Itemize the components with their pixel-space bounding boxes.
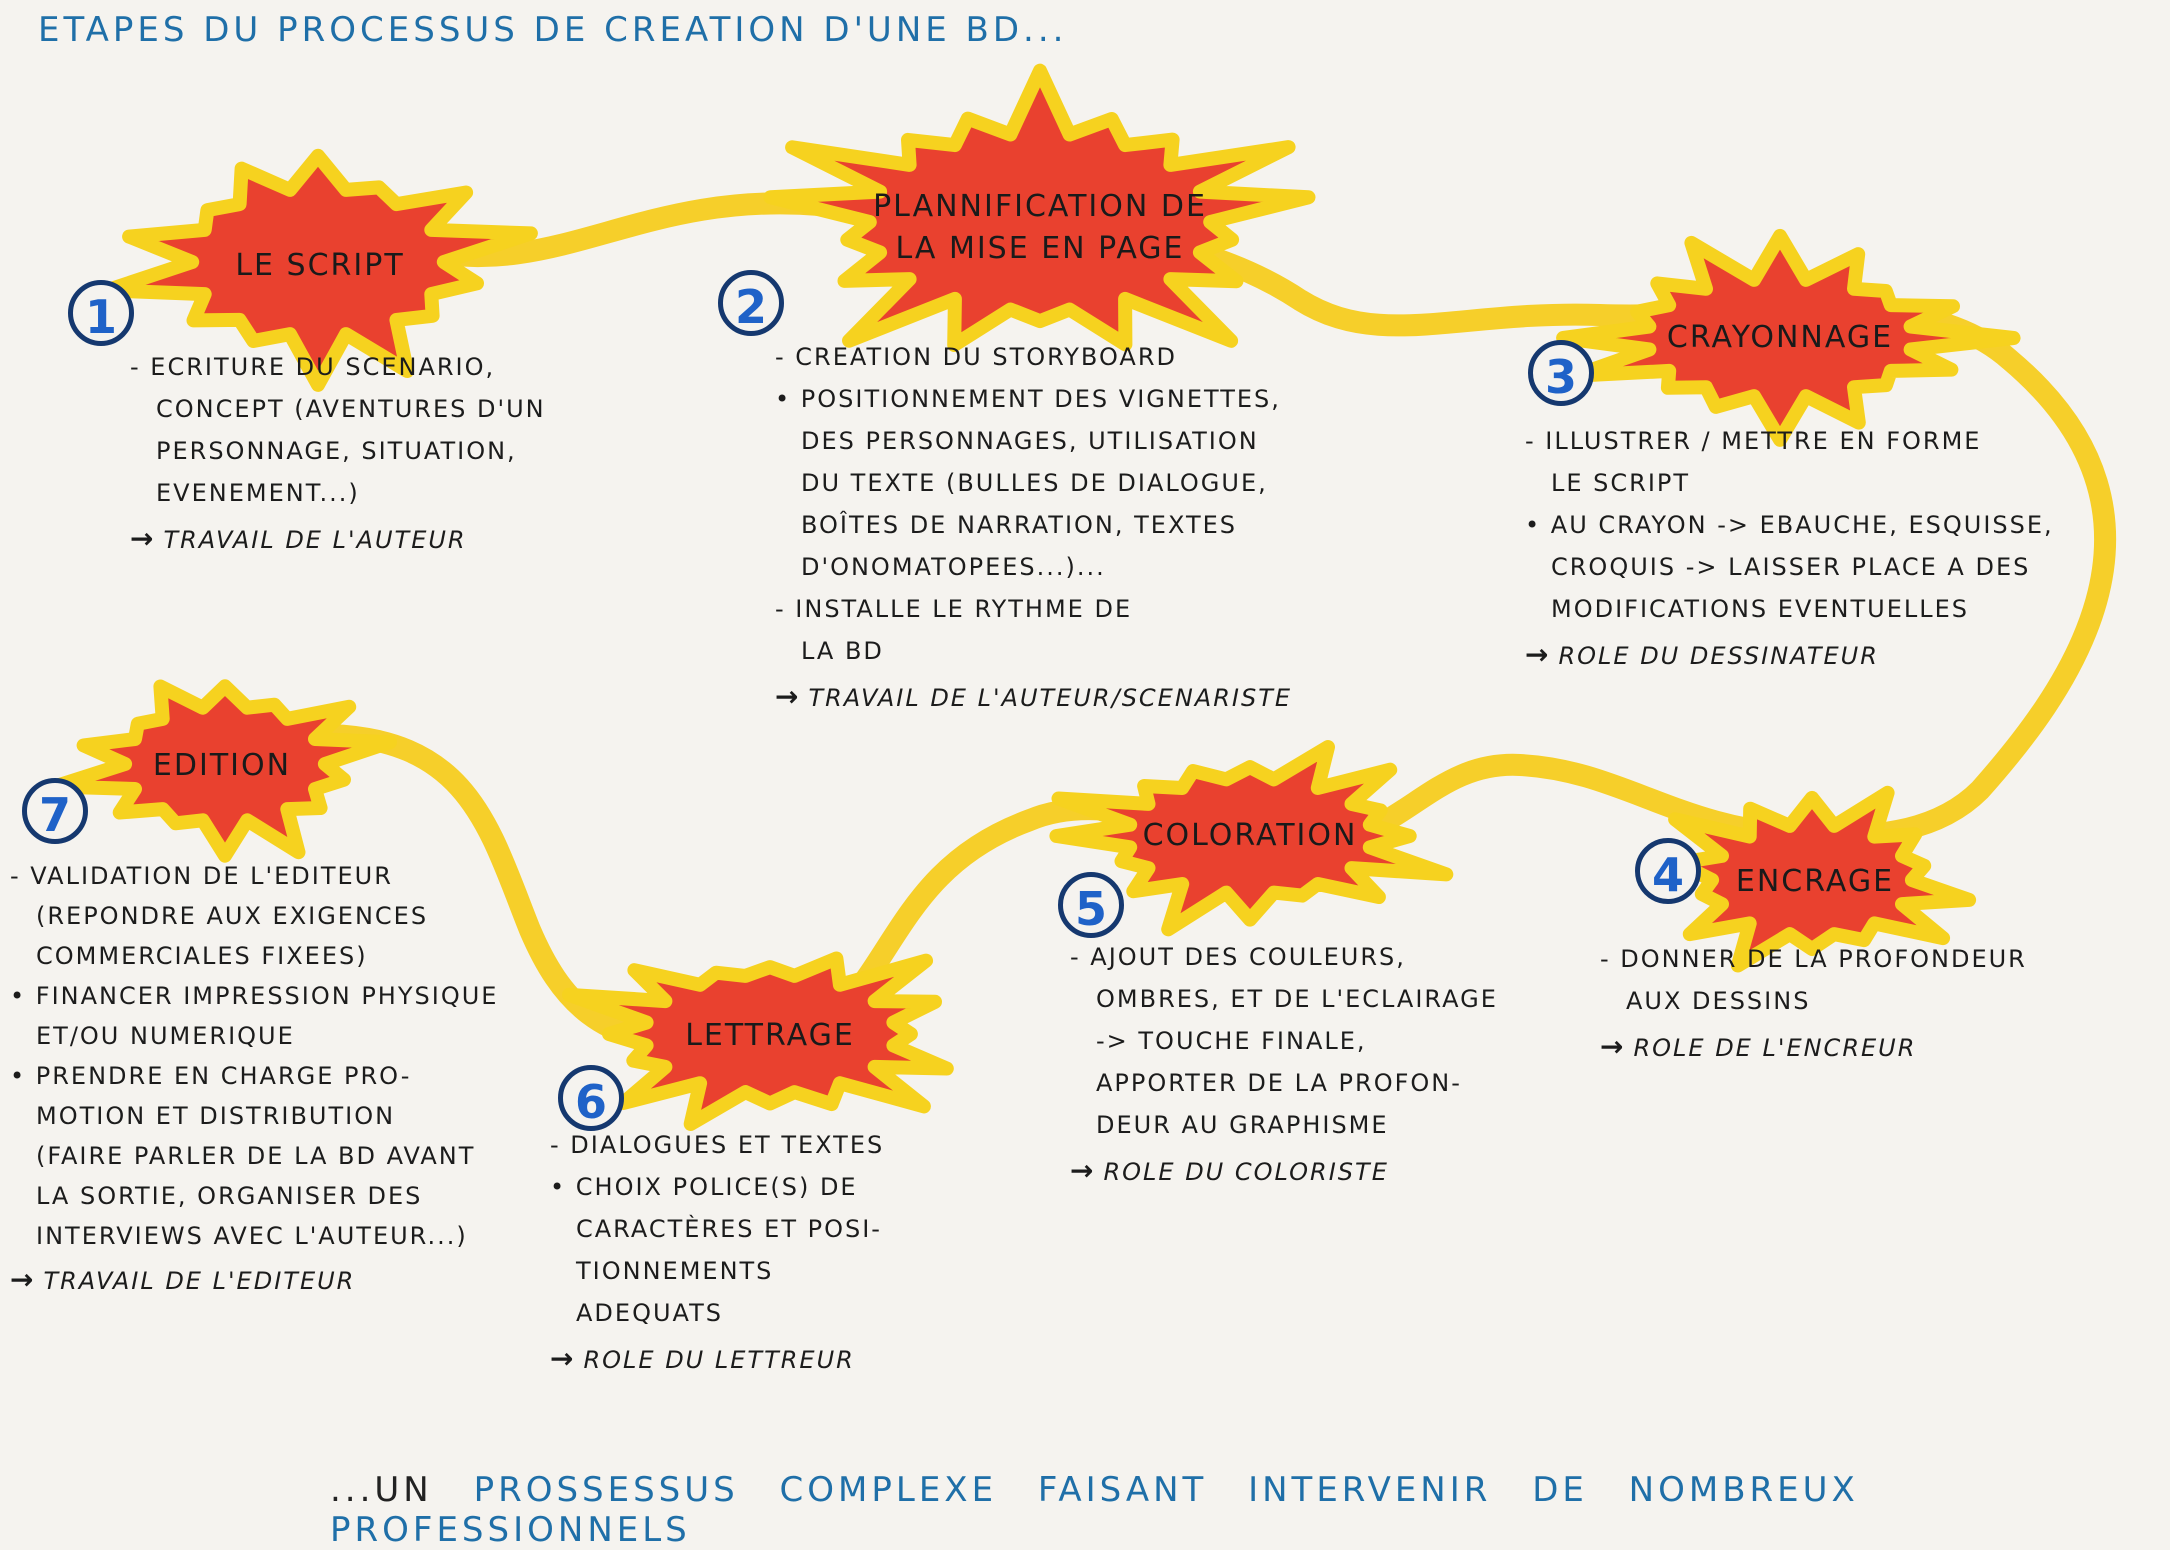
step-2-number-badge: 2 [718, 270, 784, 336]
step-7-number-badge: 7 [22, 778, 88, 844]
step-4-number-badge: 4 [1635, 838, 1701, 904]
step-4-notes: - DONNER DE LA PROFONDEUR AUX DESSINS →R… [1600, 945, 2027, 1063]
arrow-right-icon: → [1600, 1030, 1626, 1063]
step-1-title: LE SCRIPT [235, 248, 405, 283]
arrow-right-icon: → [130, 522, 156, 555]
step-5-notes: - AJOUT DES COULEURS, OMBRES, ET DE L'EC… [1070, 943, 1498, 1187]
footer-conclusion: ...UN PROSSESSUS COMPLEXE FAISANT INTERV… [330, 1470, 1859, 1550]
step-3-number-badge: 3 [1528, 340, 1594, 406]
step-1-number-badge: 1 [68, 280, 134, 346]
step-2-title: PLANNIFICATION DE LA MISE EN PAGE [873, 189, 1207, 266]
step-5-title: COLORATION [1142, 818, 1358, 853]
step-4-burst-shape [1668, 785, 1977, 973]
arrow-right-icon: → [1070, 1154, 1096, 1187]
step-1-notes: - ECRITURE DU SCENARIO, CONCEPT (AVENTUR… [130, 353, 546, 555]
step-3-title: CRAYONNAGE [1666, 320, 1894, 355]
step-2-notes: - CREATION DU STORYBOARD • POSITIONNEMEN… [775, 343, 1293, 713]
step-6-number-badge: 6 [558, 1065, 624, 1131]
step-3-burst-shape [1556, 228, 2021, 447]
arrow-right-icon: → [550, 1342, 576, 1375]
arrow-right-icon: → [10, 1263, 36, 1296]
step-2-burst-shape [763, 63, 1316, 352]
arrow-right-icon: → [775, 680, 801, 713]
step-5-number-badge: 5 [1058, 872, 1124, 938]
page-title: ETAPES DU PROCESSUS DE CREATION D'UNE BD… [38, 10, 1068, 50]
step-5-burst-shape [1049, 740, 1454, 937]
step-7-burst-shape [47, 679, 397, 863]
step-3-notes: - ILLUSTRER / METTRE EN FORME LE SCRIPT … [1525, 427, 2054, 671]
step-6-notes: - DIALOGUES ET TEXTES • CHOIX POLICE(S) … [550, 1131, 885, 1375]
step-7-title: EDITION [152, 748, 292, 783]
step-7-notes: - VALIDATION DE L'EDITEUR (REPONDRE AUX … [10, 862, 499, 1296]
arrow-right-icon: → [1525, 638, 1551, 671]
step-6-title: LETTRAGE [685, 1018, 855, 1053]
step-4-title: ENCRAGE [1735, 864, 1895, 899]
step-6-burst-shape [562, 951, 954, 1131]
step-1-burst-shape [99, 148, 538, 392]
